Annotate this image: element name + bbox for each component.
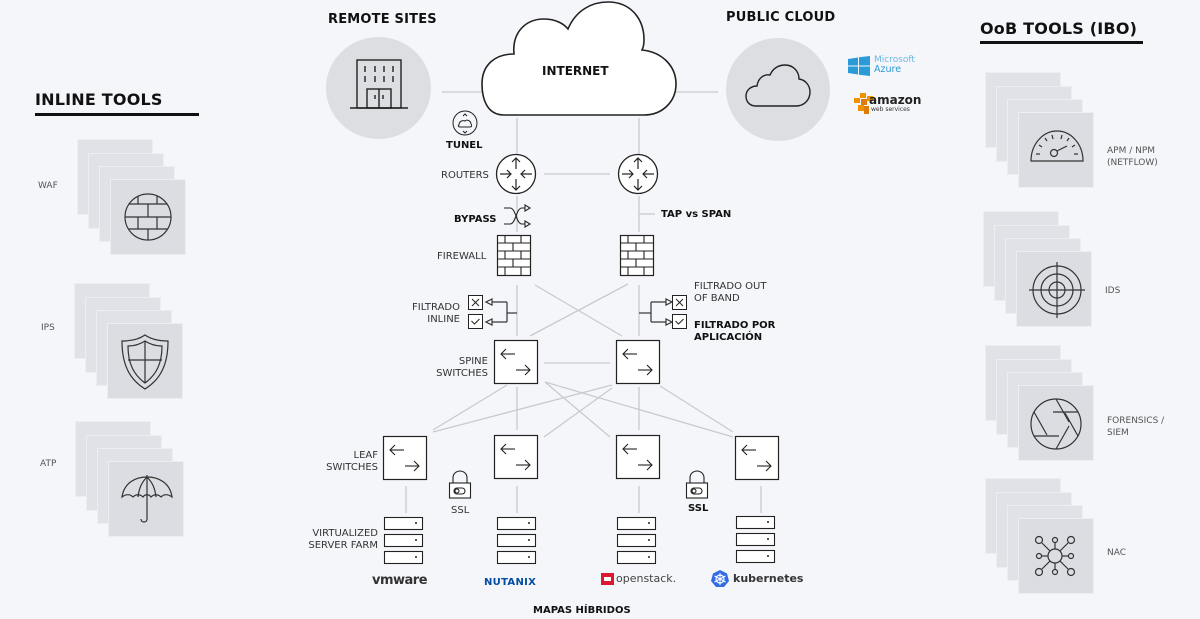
ssl-lock-left-icon	[448, 470, 472, 499]
aws-line1: amazon	[869, 93, 922, 107]
ids-label: IDS	[1105, 286, 1121, 296]
app-filter-label-1: FILTRADO POR	[694, 320, 776, 331]
routers-label: ROUTERS	[441, 170, 489, 181]
oob-filter-label-1: FILTRADO OUT	[694, 281, 767, 292]
app-filter-label-2: APLICACIÓN	[694, 332, 763, 343]
apm-npm-tool-stack[interactable]	[985, 72, 1113, 198]
azure-line2: Azure	[874, 64, 902, 75]
spine-switch-left-icon[interactable]	[493, 339, 539, 385]
inline-filter-label-2: INLINE	[427, 314, 460, 325]
oob-filter-label-2: OF BAND	[694, 293, 740, 304]
public-cloud-circle	[726, 38, 830, 141]
router-left-icon[interactable]	[495, 153, 538, 196]
azure-line1: Microsoft	[874, 55, 915, 65]
leaf-switch-4-icon[interactable]	[734, 435, 780, 481]
aperture-icon	[1030, 398, 1082, 450]
nutanix-text: NUTANIX	[484, 577, 537, 588]
server-farm-label-2: SERVER FARM	[308, 540, 378, 551]
windows-logo-icon	[848, 56, 870, 76]
router-right-icon[interactable]	[617, 153, 660, 196]
server-stack-2-icon[interactable]	[496, 516, 539, 565]
ips-tool-stack[interactable]	[74, 283, 202, 409]
openstack-text: openstack.	[616, 572, 677, 585]
forensics-siem-tool-stack[interactable]	[985, 345, 1113, 471]
nutanix-logo: NUTANIX	[484, 577, 536, 588]
apm-npm-label-2: (NETFLOW)	[1107, 158, 1158, 168]
spine-switch-right-icon[interactable]	[615, 339, 661, 385]
server-stack-1-icon[interactable]	[383, 516, 426, 565]
leaf-switch-1-icon[interactable]	[382, 435, 428, 481]
kubernetes-helm-icon	[711, 570, 729, 587]
spine-label-1: SPINE	[458, 356, 488, 367]
ips-label: IPS	[41, 323, 55, 333]
filter-allow-icon	[672, 314, 687, 329]
nac-label: NAC	[1107, 548, 1127, 558]
openstack-mark-icon	[601, 573, 614, 585]
ssl-left-label: SSL	[451, 505, 470, 516]
leaf-label-2: SWITCHES	[326, 462, 378, 473]
internet-label: INTERNET	[542, 64, 609, 78]
ids-tool-stack[interactable]	[983, 211, 1111, 337]
firewall-label: FIREWALL	[437, 251, 487, 262]
filter-allow-icon	[468, 314, 483, 329]
remote-sites-heading: REMOTE SITES	[328, 12, 437, 27]
spine-label-2: SWITCHES	[436, 368, 488, 379]
shield-icon	[121, 334, 169, 390]
firewall-left-icon[interactable]	[496, 234, 533, 277]
tap-vs-span-label: TAP vs SPAN	[661, 209, 732, 220]
apm-npm-label-1: APM / NPM	[1107, 146, 1156, 156]
ssl-right-label: SSL	[688, 503, 709, 514]
bypass-switch-icon	[504, 204, 532, 228]
cloud-icon	[745, 64, 811, 107]
vmware-text: vmware	[372, 573, 428, 588]
inline-filter-checkboxes	[468, 295, 483, 329]
waf-tool-stack[interactable]	[77, 139, 205, 265]
public-cloud-heading: PUBLIC CLOUD	[726, 10, 836, 25]
inline-tools-heading: INLINE TOOLS	[35, 90, 163, 109]
server-stack-4-icon[interactable]	[735, 515, 778, 564]
aws-line2: web services	[871, 106, 910, 113]
vmware-logo: vmware	[372, 573, 428, 588]
firewall-right-icon[interactable]	[619, 234, 656, 277]
building-icon	[350, 59, 408, 109]
network-hub-icon	[1034, 535, 1076, 577]
server-farm-label-1: VIRTUALIZED	[312, 528, 378, 539]
oob-filter-checkboxes	[672, 295, 687, 329]
leaf-switch-3-icon[interactable]	[615, 434, 661, 480]
oob-tools-heading: OoB TOOLS (IBO)	[980, 19, 1138, 38]
tunnel-icon	[452, 110, 478, 136]
forensics-label-2: SIEM	[1107, 428, 1129, 438]
waf-label: WAF	[38, 181, 58, 191]
oob-tools-underline	[980, 41, 1143, 44]
atp-label: ATP	[40, 459, 57, 469]
bypass-label: BYPASS	[454, 214, 497, 225]
leaf-switch-2-icon[interactable]	[493, 434, 539, 480]
inline-tools-underline	[35, 113, 199, 116]
atp-tool-stack[interactable]	[75, 421, 203, 547]
aws-cubes-icon	[854, 93, 873, 114]
nac-tool-stack[interactable]	[985, 478, 1113, 604]
server-stack-3-icon[interactable]	[616, 516, 659, 565]
tunnel-label: TUNEL	[446, 140, 483, 151]
kubernetes-text: kubernetes	[733, 572, 804, 585]
target-icon	[1029, 262, 1085, 318]
gauge-icon	[1030, 130, 1084, 162]
ssl-lock-right-icon	[685, 470, 709, 499]
inline-filter-label-1: FILTRADO	[412, 302, 460, 313]
leaf-label-1: LEAF	[353, 450, 378, 461]
brick-globe-icon	[124, 193, 172, 241]
forensics-label-1: FORENSICS /	[1107, 416, 1165, 426]
umbrella-icon	[121, 475, 173, 523]
internet-cloud-icon	[481, 1, 677, 116]
hybrid-maps-label: MAPAS HÍBRIDOS	[533, 605, 631, 616]
remote-sites-circle	[326, 37, 431, 139]
